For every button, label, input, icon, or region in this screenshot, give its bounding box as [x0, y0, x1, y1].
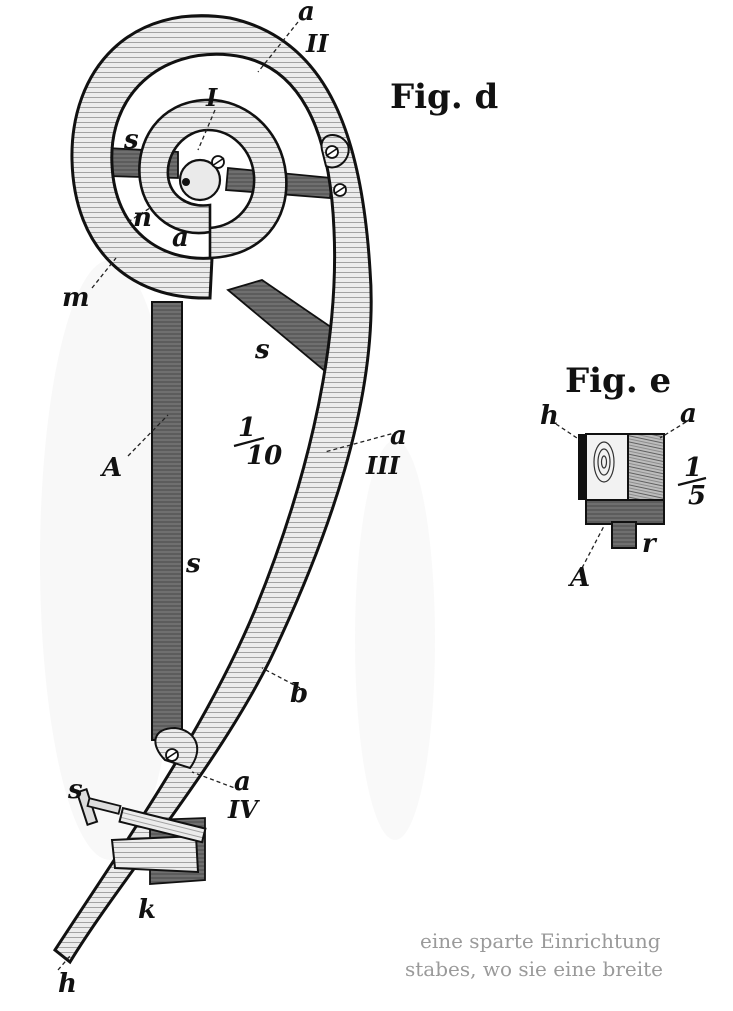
- clamp-screw-shaft: [118, 806, 207, 844]
- label-h: h: [58, 969, 77, 999]
- e-tongue-r: [611, 521, 637, 549]
- label-s-diagonal: s: [254, 335, 270, 365]
- e-label-a: a: [680, 399, 697, 429]
- clamp-jaw: [110, 834, 200, 874]
- struts: [107, 147, 346, 741]
- label-roman-II: II: [305, 29, 329, 58]
- label-a-top: a: [298, 0, 315, 27]
- label-a-mid: a: [390, 421, 407, 451]
- label-roman-III: III: [365, 451, 400, 480]
- coil-pin: [182, 178, 190, 186]
- scale-e-bar: [677, 476, 707, 487]
- scale-e-numerator: 1: [684, 453, 702, 483]
- label-roman-IV: IV: [227, 795, 260, 824]
- label-m: m: [62, 283, 90, 313]
- e-label-h: h: [540, 401, 559, 431]
- bolt-icon: [333, 183, 347, 197]
- bolt-icon: [165, 748, 179, 762]
- label-n: n: [133, 203, 152, 233]
- coil-core: [178, 158, 222, 202]
- label-a-inner: a: [172, 223, 189, 253]
- label-A: A: [99, 453, 122, 483]
- bleed-through-background: [40, 260, 435, 860]
- endgrain-rings: [593, 441, 615, 483]
- scale-d-denominator: 10: [246, 441, 282, 471]
- label-b: b: [290, 679, 308, 709]
- label-k: k: [138, 895, 156, 925]
- figure-e-title: Fig. e: [565, 361, 671, 401]
- label-s-bar: s: [185, 549, 201, 579]
- e-block-a: [627, 433, 665, 501]
- scale-fraction-d: 1 10: [233, 413, 282, 471]
- scale-d-numerator: 1: [238, 413, 256, 443]
- figure-d: Fig. d a II I s n a m s 1 10 A a III s b…: [53, 0, 498, 999]
- label-a-low: a: [234, 767, 251, 797]
- scale-fraction-e: 1 5: [677, 453, 707, 511]
- bleed-through-line-1: eine sparte Einrichtung: [420, 929, 661, 953]
- vertical-strut-A: [151, 301, 183, 741]
- scroll-band-outer: [53, 14, 373, 965]
- e-endgrain-block: [585, 433, 629, 501]
- clamp-assembly: [75, 788, 207, 885]
- figure-e: Fig. e h a r A 1 5: [540, 361, 707, 593]
- label-roman-I: I: [205, 83, 218, 112]
- scale-d-bar: [233, 436, 265, 448]
- scale-e-denominator: 5: [688, 481, 706, 511]
- leader-lines: [57, 21, 399, 971]
- label-s-upper: s: [123, 125, 139, 155]
- e-base-A: [585, 499, 665, 525]
- e-label-r: r: [642, 529, 658, 559]
- bolt-icon: [325, 145, 339, 159]
- e-strip-h: [578, 434, 586, 500]
- screw-stem: [86, 797, 122, 815]
- e-label-A: A: [567, 563, 590, 593]
- scroll-coil-inner: [138, 98, 288, 260]
- bleed-through-line-2: stabes, wo sie eine breite: [405, 957, 663, 981]
- label-s-screw: s: [67, 775, 83, 805]
- bolts: [165, 145, 347, 762]
- bolt-icon: [211, 155, 225, 169]
- figure-d-title: Fig. d: [390, 77, 498, 117]
